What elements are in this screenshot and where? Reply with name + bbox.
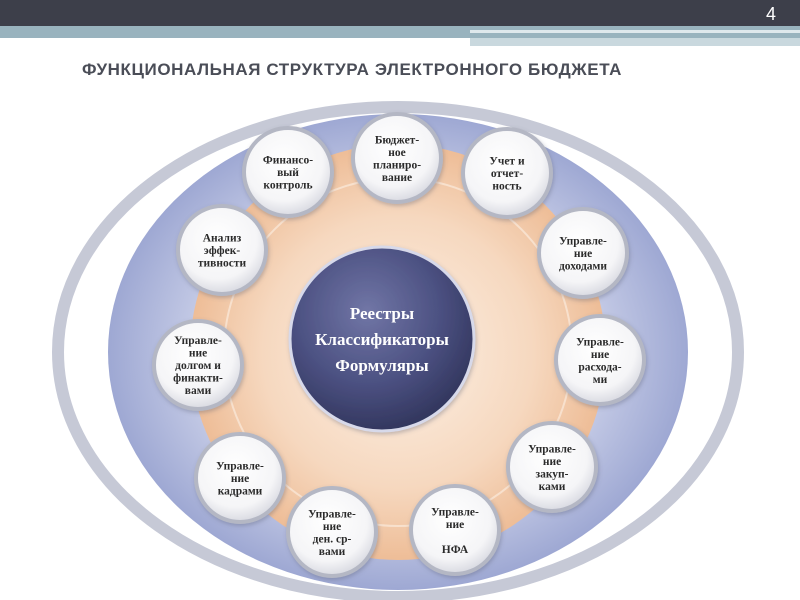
node-circle [242, 126, 334, 218]
node-label-line: ние [189, 348, 207, 360]
node-label-line: Бюджет- [375, 134, 419, 146]
node-label-line: доходами [559, 261, 607, 273]
node-label-line: Учет и [489, 156, 525, 168]
node-label-line: ние [323, 521, 341, 533]
node-label-line: Управле- [174, 335, 222, 347]
accent-stripe-light [470, 38, 800, 46]
node-circle [194, 432, 286, 524]
node-label-line: ние [543, 456, 561, 468]
node-label-line: отчет- [491, 168, 523, 180]
node-label-line: тивности [198, 258, 247, 270]
node-label-line: ние [574, 248, 592, 260]
node-label-line: вами [319, 546, 346, 558]
node-label-line: Управле- [559, 236, 607, 248]
node-label-line: эффек- [204, 245, 241, 257]
node-label-line: Управле- [431, 506, 479, 518]
node-label-line: ние [446, 519, 464, 531]
top-bar [0, 0, 800, 26]
node-circle [286, 486, 378, 578]
node-label-line: Финансо- [263, 155, 313, 167]
node-circle [537, 207, 629, 299]
node-label-line: ками [539, 481, 566, 493]
slide-title: ФУНКЦИОНАЛЬНАЯ СТРУКТУРА ЭЛЕКТРОННОГО БЮ… [82, 60, 622, 79]
node-label-line: расхода- [578, 361, 621, 373]
node-label-line: вание [382, 172, 412, 184]
outer-ring [52, 101, 744, 600]
node-circle [506, 421, 598, 513]
node-label-line: Управле- [528, 443, 576, 455]
accent-stripe [0, 26, 800, 38]
center-circle [288, 245, 476, 433]
node-label-line: ние [591, 349, 609, 361]
node-label-line: кадрами [218, 486, 263, 498]
center-label-line: Классификаторы [315, 330, 449, 349]
node-label-line: Анализ [203, 233, 242, 245]
node-label-line: ность [492, 181, 521, 193]
slide-number: 4 [765, 4, 776, 24]
node-label-line: Управле- [576, 336, 624, 348]
node-circle [176, 204, 268, 296]
node-label-line: ден. ср- [313, 533, 352, 545]
node-label-line: планиро- [373, 159, 421, 171]
node-circle [351, 112, 443, 204]
node-label-line: закуп- [535, 468, 568, 480]
node-label-line: ние [231, 473, 249, 485]
node-label-line: контроль [263, 180, 312, 192]
center-label-line: Реестры [350, 304, 414, 323]
node-label-line: финакти- [173, 373, 223, 385]
node-label-line: вами [185, 385, 212, 397]
node-circle [152, 319, 244, 411]
node-label-line: ми [593, 374, 608, 386]
node-label-line: вый [277, 167, 299, 179]
node-circle [409, 484, 501, 576]
node-label-line: ное [388, 147, 405, 159]
node-label-line: Управле- [216, 461, 264, 473]
node-label-line: НФА [442, 544, 469, 556]
center-label-line: Формуляры [335, 356, 428, 375]
node-label-line: Управле- [308, 508, 356, 520]
node-circle [554, 314, 646, 406]
node-circle [461, 127, 553, 219]
accent-stripe-thin [470, 30, 800, 33]
node-label-line: долгом и [175, 360, 221, 372]
